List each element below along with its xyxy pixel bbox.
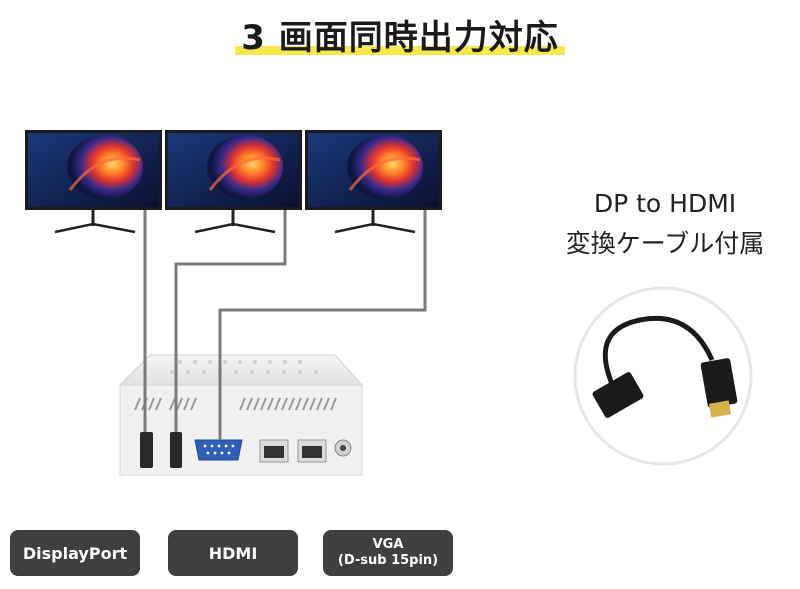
- mini-pc: [118, 354, 364, 476]
- cable-hdmi: [174, 210, 287, 432]
- port-label-line2: (D-sub 15pin): [337, 553, 439, 568]
- port-label-displayport: DisplayPort: [10, 530, 140, 576]
- adapter-caption: DP to HDMI 変換ケーブル付属: [540, 184, 790, 264]
- title-area: 3 画面同時出力対応: [0, 10, 800, 59]
- monitor-2: [165, 130, 302, 234]
- page-title-text: 3 画面同時出力対応: [241, 18, 559, 58]
- monitor-1: [25, 130, 162, 234]
- adapter-caption-line1: DP to HDMI: [593, 189, 737, 218]
- page-title: 3 画面同時出力対応: [235, 10, 565, 59]
- cable-vga: [218, 210, 427, 440]
- monitor-3: [305, 130, 442, 234]
- port-label-text: DisplayPort: [22, 543, 128, 563]
- port-label-vga: VGA (D-sub 15pin): [323, 530, 453, 576]
- port-label-text: HDMI: [208, 543, 258, 563]
- cables: [143, 210, 427, 440]
- dp-hdmi-adapter-image: [573, 286, 753, 466]
- port-label-line1: VGA: [372, 537, 404, 552]
- adapter-caption-line2: 変換ケーブル付属: [565, 229, 765, 258]
- port-label-hdmi: HDMI: [168, 530, 298, 576]
